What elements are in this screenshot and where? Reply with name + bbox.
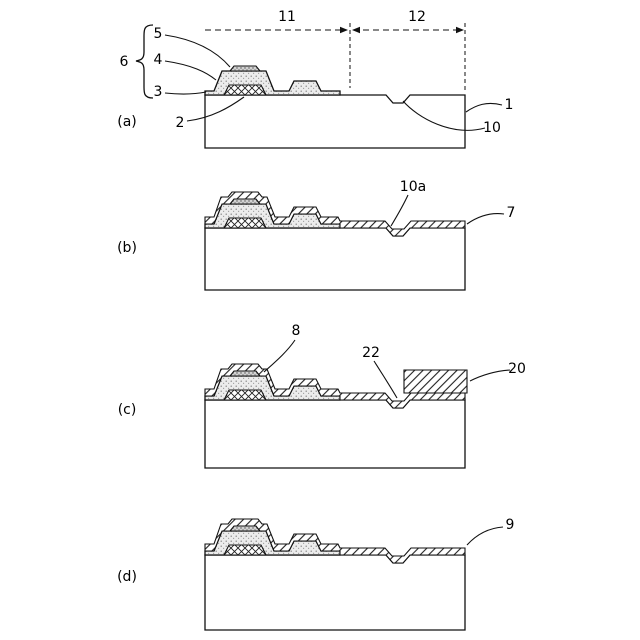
panel-label-b: (b) [117,240,137,256]
leader-line-20 [469,369,511,382]
ref-label-11: 11 [278,9,296,25]
leader-line-10 [402,100,486,131]
ref-label-4: 4 [154,52,163,68]
leader-line-7 [466,213,505,225]
ref-label-5: 5 [154,26,163,42]
panel-b: 10a 7 (b) [117,179,516,291]
panel-a: 11 12 6 5 4 3 2 (a) 1 10 [117,9,514,149]
leader-line-22 [373,360,398,399]
leader-line-10a [390,194,409,227]
ref-label-9: 9 [506,517,515,533]
dimension-arrow-right-icon [456,26,464,34]
substrate-cross-section [204,554,466,631]
ref-label-10a: 10a [400,179,426,195]
panel-label-a: (a) [117,114,137,130]
panel-d: 9 (d) [117,517,515,631]
dimension-arrow-left-icon [352,26,360,34]
ref-label-2: 2 [176,115,185,131]
ref-label-12: 12 [408,9,426,25]
brace-6 [135,24,154,99]
leader-line-2 [186,96,245,122]
leader-line-8 [263,339,296,373]
ref-label-10: 10 [483,120,501,136]
tft-stack [204,65,341,96]
ref-label-1: 1 [505,97,514,113]
ref-label-6: 6 [120,54,129,70]
leader-line-9 [466,526,504,546]
ref-label-7: 7 [507,205,516,221]
ref-label-20: 20 [508,361,526,377]
leader-line-5 [164,34,231,68]
leader-line-3 [164,91,207,95]
panel-c: 8 22 20 (c) [118,323,526,469]
leader-line-1 [465,102,503,113]
panel-label-d: (d) [117,569,137,585]
dimension-arrow-right-icon [340,26,348,34]
substrate-cross-section [204,94,466,149]
substrate-cross-section [204,399,466,469]
ref-label-3: 3 [154,84,163,100]
substrate-cross-section [204,227,466,291]
mask-block-20 [403,369,468,394]
leader-line-4 [164,60,217,81]
panel-label-c: (c) [118,402,137,418]
ref-label-22: 22 [362,345,380,361]
ref-label-8: 8 [292,323,301,339]
